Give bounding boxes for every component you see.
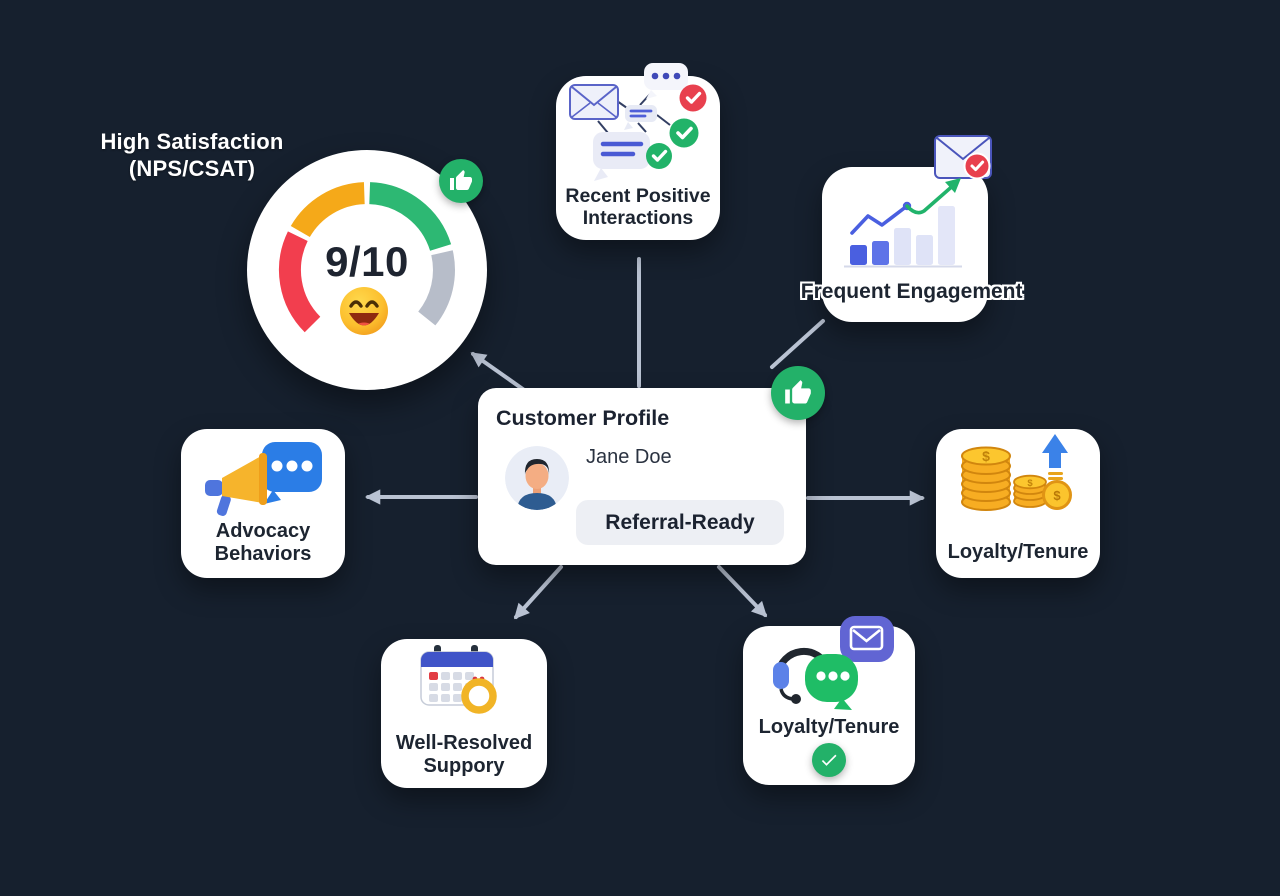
coin-ring-icon: [1042, 480, 1072, 510]
dollar-sign: $: [1027, 478, 1033, 489]
node-recent-positive-interactions: Recent Positive Interactions: [556, 63, 720, 240]
green-check-icon: [646, 143, 672, 169]
node-label-line1: Well-Resolved: [395, 731, 533, 754]
gauge-dial-icon: [278, 182, 455, 335]
coin-stack-small-icon: [1013, 474, 1047, 508]
satisfaction-label-line1: High Satisfaction: [100, 129, 284, 154]
green-check-icon: [812, 743, 846, 777]
support-headset-icon: [773, 616, 894, 710]
calendar-grid: [429, 672, 474, 702]
thumbs-up-icon: [771, 366, 825, 420]
node-label: Loyalty/Tenure: [947, 540, 1089, 563]
gauge-score: 9/10: [325, 238, 409, 285]
red-check-icon: [963, 152, 991, 180]
node-label: Frequent Engagement: [800, 279, 1023, 303]
calendar-icon: [420, 645, 497, 714]
satisfaction-label: High Satisfaction (NPS/CSAT): [62, 128, 322, 183]
node-label-line2: Interactions: [582, 207, 694, 230]
node-label-line1: Advocacy: [215, 519, 311, 542]
green-check-icon: [669, 118, 699, 148]
node-label: Loyalty/Tenure: [758, 715, 900, 738]
profile-title: Customer Profile: [496, 406, 670, 430]
green-chat-bubble-icon: [805, 654, 858, 710]
node-well-resolved-support: Well-Resolved Suppory: [381, 639, 547, 788]
chat-bubble-large-icon: [593, 132, 650, 181]
avatar: [505, 446, 569, 510]
arrow-to-support: [513, 565, 563, 620]
referral-ready-badge: Referral-Ready: [576, 500, 784, 545]
arrow-to-loyalty-bottom: [717, 565, 768, 618]
satisfaction-label-line2: (NPS/CSAT): [128, 156, 256, 182]
customer-profile-card: Customer Profile Jane Doe Referral-Ready: [478, 366, 825, 565]
node-label-line1: Recent Positive: [565, 184, 711, 207]
trend-line-icon: [850, 178, 961, 235]
messages-checks-icon: [569, 63, 707, 181]
node-label: Recent Positive Interactions: [556, 185, 720, 230]
bar-chart-icon: [844, 206, 962, 268]
dollar-sign: $: [982, 448, 990, 464]
node-loyalty-tenure-bottom: Loyalty/Tenure: [743, 616, 915, 785]
gold-ring-icon: [461, 678, 497, 714]
node-advocacy-behaviors: Advocacy Behaviors: [181, 429, 345, 578]
node-label-line2: Behaviors: [214, 542, 312, 565]
chat-bubble-small-icon: [624, 105, 657, 130]
gauge-arc-red: [278, 231, 321, 333]
megaphone-icon: [205, 453, 267, 516]
chat-bubble-dots-icon: [644, 63, 688, 99]
red-check-icon: [679, 84, 707, 112]
dollar-sign: $: [1053, 488, 1061, 503]
node-loyalty-tenure-right: $ $ $ Loyalty/Tenure: [936, 429, 1100, 578]
node-label-line2: Suppory: [423, 754, 505, 777]
megaphone-chat-icon: [205, 442, 322, 516]
coin-dashes: [1048, 472, 1063, 480]
growth-chart-icon: [844, 135, 992, 268]
chat-bubble-blue-icon: [262, 442, 322, 504]
envelope-icon: [569, 84, 619, 120]
up-arrow-icon: [1042, 434, 1068, 468]
coins-growth-icon: $ $ $: [961, 434, 1072, 511]
satisfaction-gauge: 9/10: [247, 150, 487, 390]
node-frequent-engagement: Frequent Engagement: [801, 135, 1023, 322]
node-label: Well-Resolved Suppory: [381, 732, 547, 778]
node-label: Advocacy Behaviors: [181, 520, 345, 566]
smiley-emoji-icon: [340, 287, 388, 335]
gauge-arc-orange: [290, 182, 366, 238]
thumbs-up-icon: [439, 159, 483, 203]
gauge-arc-gray: [417, 250, 455, 326]
line-to-frequent: [770, 319, 825, 369]
profile-name: Jane Doe: [586, 446, 672, 468]
coin-stack-large-icon: [961, 446, 1011, 511]
gauge-arc-green: [368, 182, 452, 252]
